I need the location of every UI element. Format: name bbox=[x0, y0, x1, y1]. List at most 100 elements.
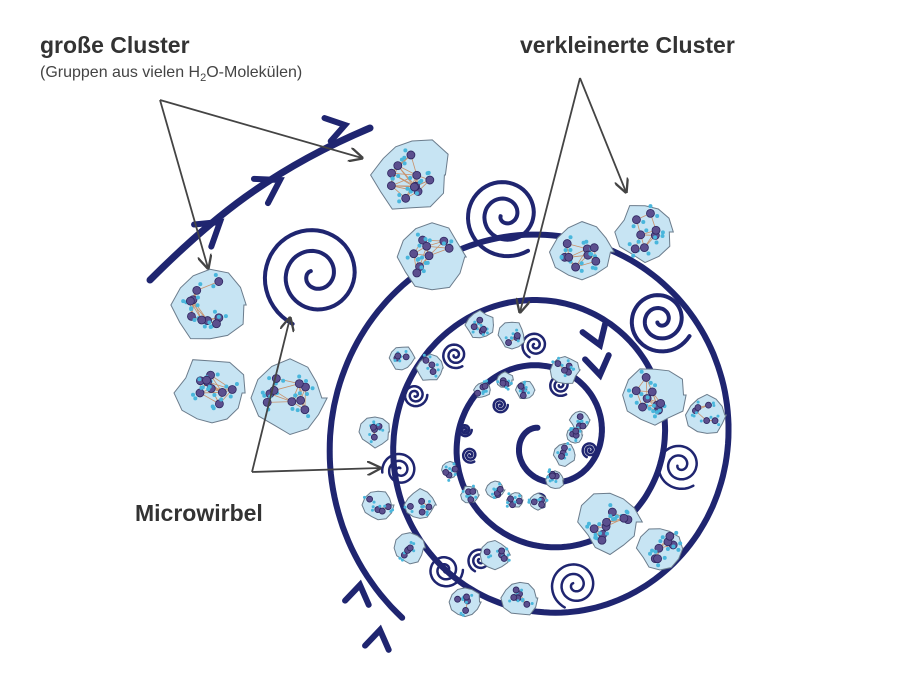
oxygen-atom bbox=[217, 388, 227, 397]
hydrogen-atom bbox=[651, 409, 656, 414]
hydrogen-atom bbox=[428, 355, 432, 359]
hydrogen-atom bbox=[563, 248, 568, 253]
water-cluster bbox=[549, 355, 582, 385]
hydrogen-atom bbox=[362, 495, 366, 499]
hydrogen-atom bbox=[569, 428, 573, 432]
water-cluster bbox=[415, 353, 444, 381]
hydrogen-atom bbox=[516, 339, 520, 343]
hydrogen-atom bbox=[383, 504, 387, 508]
cluster-outline bbox=[497, 321, 525, 350]
hydrogen-atom bbox=[397, 199, 402, 204]
oxygen-atom bbox=[579, 422, 587, 430]
hydrogen-atom bbox=[415, 232, 420, 237]
hydrogen-atom bbox=[193, 396, 198, 401]
oxygen-atom bbox=[589, 243, 599, 253]
oxygen-atom bbox=[705, 401, 712, 409]
hydrogen-atom bbox=[597, 522, 602, 527]
hydrogen-atom bbox=[645, 395, 650, 400]
hydrogen-atom bbox=[403, 505, 407, 509]
hydrogen-atom bbox=[293, 393, 298, 398]
water-cluster bbox=[545, 468, 565, 490]
hydrogen-atom bbox=[662, 555, 667, 560]
hydrogen-atom bbox=[304, 392, 309, 397]
water-cluster bbox=[361, 490, 395, 521]
oxygen-atom bbox=[384, 503, 392, 511]
hydrogen-atom bbox=[656, 563, 661, 568]
oxygen-atom bbox=[444, 243, 454, 253]
hydrogen-atom bbox=[262, 393, 267, 398]
oxygen-atom bbox=[653, 554, 662, 564]
hydrogen-atom bbox=[520, 588, 524, 592]
flow-arrowhead-icon bbox=[342, 579, 372, 608]
hydrogen-atom bbox=[563, 374, 567, 378]
hydrogen-atom bbox=[421, 269, 426, 274]
hydrogen-atom bbox=[470, 593, 474, 597]
oxygen-atom bbox=[212, 319, 221, 329]
flow-arrowhead-icon bbox=[579, 320, 609, 351]
oxygen-atom bbox=[641, 373, 651, 382]
hydrogen-atom bbox=[234, 381, 239, 386]
oxygen-atom bbox=[192, 285, 202, 295]
microvortex-title: Microwirbel bbox=[135, 500, 263, 526]
oxygen-atom bbox=[480, 325, 487, 333]
hydrogen-atom bbox=[585, 524, 590, 529]
hydrogen-atom bbox=[198, 282, 203, 287]
pointer-arrow bbox=[159, 99, 208, 268]
oxygen-atom bbox=[619, 513, 629, 523]
water-cluster bbox=[396, 222, 468, 291]
hydrogen-atom bbox=[608, 503, 613, 508]
hydrogen-atom bbox=[650, 548, 655, 553]
oxygen-atom bbox=[530, 498, 538, 506]
hydrogen-atom bbox=[657, 408, 662, 413]
hydrogen-atom bbox=[589, 252, 594, 257]
water-cluster bbox=[635, 528, 684, 571]
hydrogen-atom bbox=[559, 254, 564, 259]
hydrogen-atom bbox=[493, 488, 497, 492]
oxygen-atom bbox=[393, 161, 403, 170]
hydrogen-atom bbox=[566, 359, 570, 363]
oxygen-atom bbox=[651, 225, 661, 235]
water-cluster bbox=[548, 221, 616, 281]
hydrogen-atom bbox=[509, 381, 513, 385]
cluster-outline bbox=[170, 268, 247, 340]
oxygen-atom bbox=[463, 593, 470, 601]
oxygen-atom bbox=[369, 423, 377, 431]
hydrogen-atom bbox=[547, 470, 551, 474]
oxygen-atom bbox=[656, 398, 666, 408]
hydrogen-atom bbox=[506, 501, 510, 505]
hydrogen-atom bbox=[498, 482, 502, 486]
hydrogen-atom bbox=[516, 599, 520, 603]
pointer-arrows bbox=[159, 77, 626, 472]
hydrogen-atom bbox=[408, 176, 413, 181]
oxygen-atom bbox=[554, 360, 562, 367]
hydrogen-atom bbox=[295, 408, 300, 413]
hydrogen-atom bbox=[712, 404, 716, 408]
hydrogen-atom bbox=[654, 240, 659, 245]
oxygen-atom bbox=[558, 452, 565, 460]
oxygen-atom bbox=[227, 385, 237, 394]
hydrogen-atom bbox=[518, 389, 522, 393]
microvortex bbox=[550, 563, 595, 609]
hydrogen-atom bbox=[676, 547, 681, 552]
oxygen-atom bbox=[474, 389, 482, 397]
oxygen-atom bbox=[507, 495, 514, 503]
hydrogen-atom bbox=[644, 228, 649, 233]
water-cluster bbox=[684, 393, 727, 434]
hydrogen-atom bbox=[717, 423, 721, 427]
water-cluster bbox=[250, 358, 328, 436]
oxygen-atom bbox=[202, 375, 211, 385]
hydrogen-atom bbox=[631, 253, 636, 258]
water-cluster bbox=[358, 416, 390, 449]
hydrogen-atom bbox=[448, 467, 452, 471]
hydrogen-atom bbox=[267, 376, 272, 381]
hydrogen-atom bbox=[297, 391, 302, 396]
hydrogen-atom bbox=[473, 320, 477, 324]
oxygen-atom bbox=[564, 252, 574, 262]
hydrogen-atom bbox=[281, 378, 286, 383]
hydrogen-atom bbox=[527, 500, 531, 504]
hydrogen-atom bbox=[434, 374, 438, 378]
hydrogen-atom bbox=[219, 397, 224, 402]
hydrogen-atom bbox=[593, 266, 598, 271]
oxygen-atom bbox=[509, 501, 516, 509]
hydrogen-atom bbox=[461, 613, 465, 617]
